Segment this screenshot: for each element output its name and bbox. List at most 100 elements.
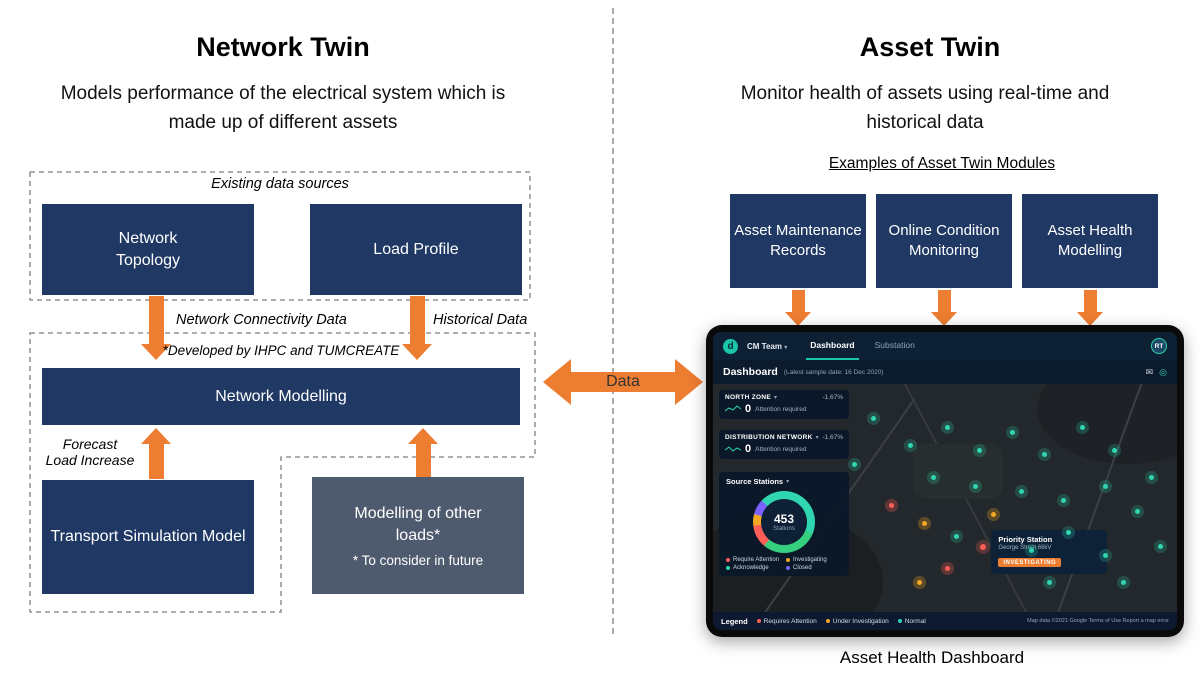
station-marker[interactable] [991,511,997,517]
historical-data-label: Historical Data [433,312,528,328]
station-marker[interactable] [972,484,978,490]
north-zone-sub: Attention required [755,405,807,413]
chevron-down-icon[interactable]: ▾ [815,435,819,441]
arrow-shaft [1083,290,1097,312]
chevron-down-icon[interactable]: ▾ [786,479,790,485]
existing-data-sources-label: Existing data sources [211,176,349,192]
dashboard-tabs: Dashboard Substation [806,332,919,360]
station-marker[interactable] [1019,488,1025,494]
donut-center: 453 Stations [761,499,807,545]
station-marker[interactable] [1065,529,1071,535]
station-marker[interactable] [1009,429,1015,435]
station-marker[interactable] [954,534,960,540]
station-marker[interactable] [1135,509,1141,515]
brand-logo-icon: d [723,338,738,354]
map-credit[interactable]: Map data ©2021 Google Terms of Use Repor… [1027,618,1169,624]
station-marker[interactable] [1047,580,1053,586]
legend-require-attention: Require Attention [733,557,780,563]
network-topology-box: Network Topology [42,204,254,295]
station-marker[interactable] [931,475,937,481]
map-area[interactable]: NORTH ZONE ▾ -1.67% 0 Attention required [713,384,1177,612]
arrow-head-icon [1077,312,1103,326]
source-stations-panel: Source Stations ▾ 453 Stations Require A… [719,472,849,576]
load-profile-label: Load Profile [373,240,459,258]
arrow-load-to-modelling [402,296,432,360]
distribution-count: 0 [745,443,752,455]
network-modelling-label: Network Modelling [215,387,347,405]
asset-twin-subtitle: Monitor health of assets using real-time… [740,83,1110,133]
arrow-head-icon [141,428,171,444]
station-marker[interactable] [917,580,923,586]
station-marker[interactable] [945,566,950,572]
team-selector[interactable]: CM Team ▾ [747,341,788,351]
arrow-head-icon [141,344,171,360]
chevron-down-icon[interactable]: ▾ [773,395,777,401]
station-marker[interactable] [1121,580,1127,586]
network-connectivity-data-label: Network Connectivity Data [176,312,347,328]
priority-station-marker[interactable] [980,543,987,550]
other-loads-box: Modelling of other loads* * To consider … [312,477,524,594]
arrow-shaft [409,296,425,344]
station-marker[interactable] [1149,475,1155,481]
legend-dot-red [756,619,761,623]
station-marker[interactable] [1112,447,1118,453]
arrow-shaft [937,290,951,312]
investigating-badge: INVESTIGATING [998,558,1062,568]
online-condition-monitoring-label: Online Condition Monitoring [888,221,1000,259]
load-profile-box: Load Profile [310,204,522,295]
asset-health-dashboard: d CM Team ▾ Dashboard Substation RT Dash… [713,332,1177,630]
other-loads-label: Modelling of other loads* [354,505,482,544]
section-divider [612,8,614,634]
dashboard-subheader: Dashboard (Latest sample date: 16 Dec 20… [713,360,1177,384]
station-marker[interactable] [1042,452,1048,458]
north-zone-count: 0 [745,403,752,415]
source-stations-label: Source Stations [726,477,784,486]
station-marker[interactable] [1102,484,1108,490]
legend-dot-orange [825,619,830,623]
station-marker[interactable] [1158,543,1164,549]
station-marker[interactable] [1061,498,1066,503]
network-topology-label: Network Topology [115,229,181,269]
tab-dashboard[interactable]: Dashboard [806,332,859,360]
asset-health-modelling-box: Asset Health Modelling [1022,194,1158,288]
distribution-delta: -1.67% [822,434,843,441]
tooltip-title: Priority Station [998,534,1053,544]
arrow-module1-to-dashboard [785,290,811,326]
stations-legend: Require Attention Investigating Acknowle… [726,557,842,571]
arrow-shaft [148,296,164,344]
location-icon[interactable]: ◎ [1159,366,1167,377]
station-marker[interactable] [889,502,895,508]
forecast-load-increase-label: Forecast Load Increase [45,436,135,468]
north-zone-delta: -1.67% [822,394,843,401]
legendbar-under-investigation: Under Investigation [832,617,889,625]
map-park-region [913,444,1003,499]
arrow-head-icon [785,312,811,326]
station-marker[interactable] [921,520,927,526]
station-marker[interactable] [1028,548,1034,554]
arrow-shaft [415,444,431,477]
distribution-sub: Attention required [755,445,807,453]
station-marker[interactable] [1079,425,1085,431]
dashboard-caption: Asset Health Dashboard [839,648,1025,667]
legend-bar-label: Legend [721,616,748,626]
station-marker[interactable] [1102,552,1108,558]
station-marker[interactable] [977,447,983,453]
arrow-otherloads-to-modelling [408,428,438,477]
arrow-shaft [148,444,164,479]
legend-closed: Closed [793,565,812,571]
user-avatar[interactable]: RT [1151,338,1167,354]
station-marker[interactable] [852,461,858,467]
arrow-module2-to-dashboard [931,290,957,326]
station-marker[interactable] [907,443,913,449]
map-water-region [1037,384,1177,464]
legend-dot-orange [786,558,790,562]
station-marker[interactable] [945,425,950,431]
transport-simulation-label: Transport Simulation Model [50,528,246,546]
legendbar-requires-attention: Requires Attention [763,617,817,625]
asset-maintenance-records-box: Asset Maintenance Records [730,194,866,288]
developed-by-label: *Developed by IHPC and TUMCREATE [162,343,400,358]
dashboard-device-frame: d CM Team ▾ Dashboard Substation RT Dash… [706,325,1184,637]
mail-icon[interactable]: ✉ [1145,366,1154,377]
station-marker[interactable] [870,415,876,421]
tab-substation[interactable]: Substation [874,340,915,350]
